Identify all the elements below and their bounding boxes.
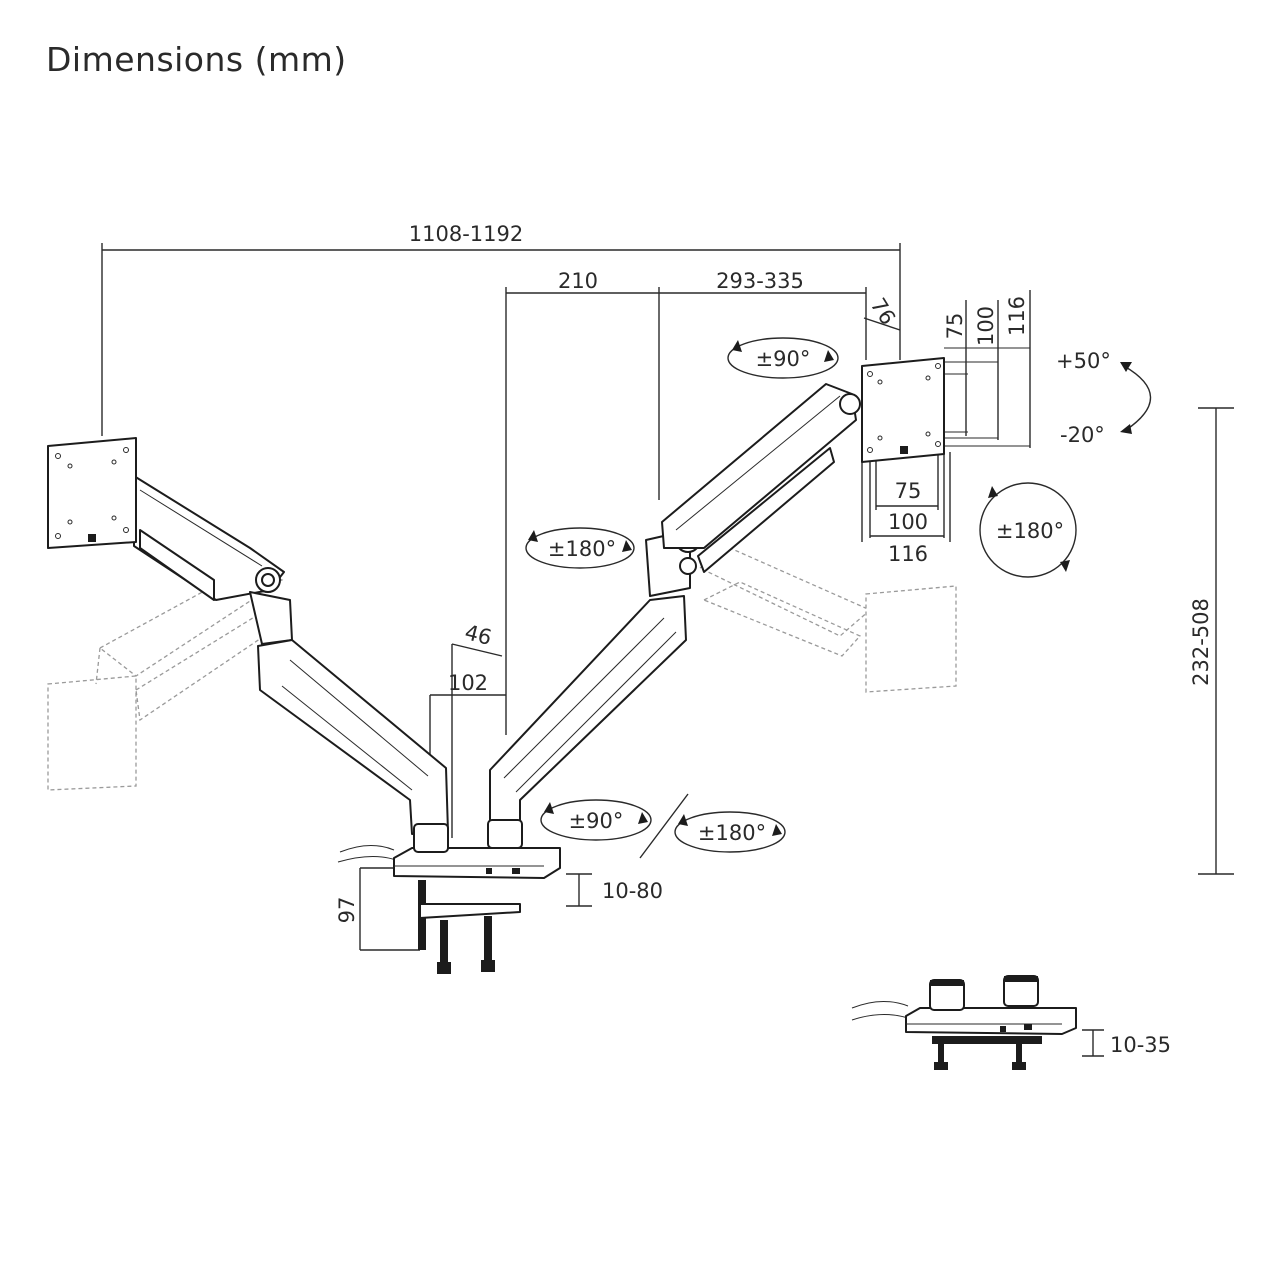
page-title: Dimensions (mm) <box>46 40 347 79</box>
dim-head-offset-label: 76 <box>866 294 901 329</box>
rotation-label: ±180° <box>996 519 1064 543</box>
base-swivel-label: ±90° <box>569 809 624 833</box>
base-rotation-indicator: ±180° <box>674 811 786 853</box>
dim-clamp-height: 97 <box>335 867 420 951</box>
dim-pole-to-joint-label: 210 <box>558 269 598 293</box>
grommet-base <box>851 975 1077 1070</box>
ghost-left-arm <box>47 565 284 791</box>
dim-head-offset: 76 <box>863 294 901 331</box>
arm-joint-indicator: ±180° <box>525 527 635 569</box>
dim-height-range: 232-508 <box>1189 407 1234 875</box>
base-swivel-indicator: ±90° <box>540 799 652 841</box>
dim-vesa-v-116-label: 116 <box>1005 296 1029 336</box>
dim-arm-reach-label: 293-335 <box>716 269 804 293</box>
dim-clamp-height-label: 97 <box>335 897 359 924</box>
dim-vesa-v-100-label: 100 <box>974 306 998 346</box>
dim-vesa-horizontal: 75 100 116 <box>861 452 951 566</box>
rotation-indicator: ±180° <box>979 482 1077 578</box>
dim-grommet-range: 10-35 <box>1082 1029 1171 1057</box>
dim-vesa-h-116-label: 116 <box>888 542 928 566</box>
dim-vesa-h-75-label: 75 <box>895 479 922 503</box>
right-arm <box>489 357 945 835</box>
ghost-right-arm <box>698 547 957 693</box>
dim-height-range-label: 232-508 <box>1189 598 1213 686</box>
dim-offset-46-label: 46 <box>462 620 494 650</box>
dim-arm-reach: 210 293-335 <box>505 269 867 735</box>
tilt-down-label: -20° <box>1060 423 1105 447</box>
head-swivel-label: ±90° <box>756 347 811 371</box>
dim-desk-clamp-range-label: 10-80 <box>602 879 663 903</box>
dim-overall-span: 1108-1192 <box>101 222 901 436</box>
tilt-up-label: +50° <box>1056 349 1111 373</box>
dim-vesa-h-100-label: 100 <box>888 510 928 534</box>
divider-slash <box>639 793 689 859</box>
left-arm <box>47 437 449 835</box>
dim-overall-span-label: 1108-1192 <box>409 222 523 246</box>
arm-joint-label: ±180° <box>548 537 616 561</box>
dim-vesa-vertical: 75 100 116 <box>943 290 1031 448</box>
dim-offset-102-label: 102 <box>448 671 488 695</box>
tilt-indicator: +50° -20° <box>1056 349 1152 447</box>
dim-grommet-range-label: 10-35 <box>1110 1033 1171 1057</box>
dim-vesa-v-75-label: 75 <box>943 313 967 340</box>
dim-desk-clamp-range: 10-80 <box>566 873 663 907</box>
head-swivel-indicator: ±90° <box>727 337 839 379</box>
desk-clamp-base <box>337 819 561 974</box>
base-rotation-label: ±180° <box>698 821 766 845</box>
